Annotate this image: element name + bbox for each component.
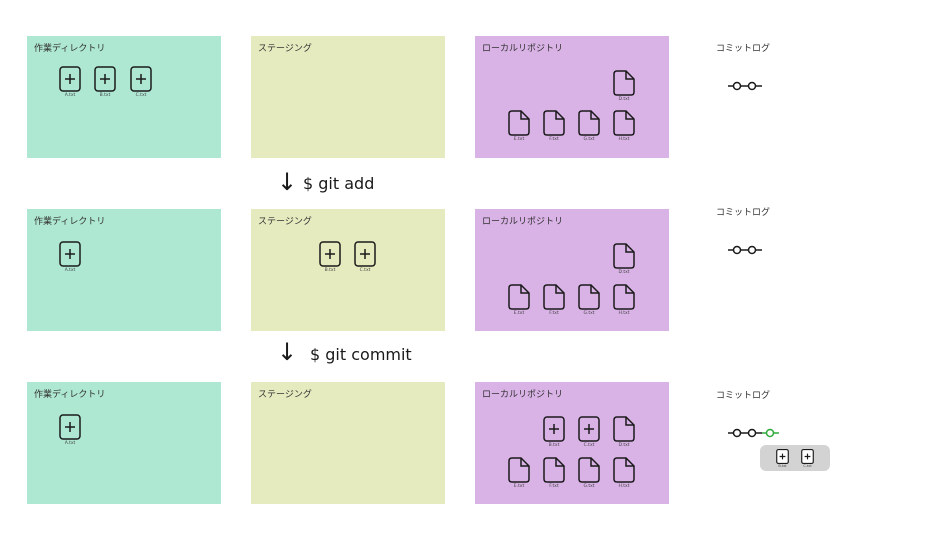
file-plus-icon: B.txt xyxy=(94,66,116,102)
file-name: D.txt xyxy=(618,97,630,102)
file-icon: F.txt xyxy=(543,457,565,493)
commit-node-icon xyxy=(747,81,757,91)
file-name: F.txt xyxy=(549,137,559,142)
working-directory-panel-1: 作業ディレクトリ xyxy=(27,36,221,158)
commit-node-icon xyxy=(747,245,757,255)
file-icon: H.txt xyxy=(613,457,635,493)
file-name: E.txt xyxy=(513,484,525,489)
file-plus-icon: A.txt xyxy=(59,241,81,277)
local-repository-panel-2: ローカルリポジトリ xyxy=(475,209,669,331)
file-icon: F.txt xyxy=(543,110,565,146)
file-plus-icon: B.txt xyxy=(776,449,789,469)
git-commit-command: $ git commit xyxy=(310,345,412,364)
file-icon: H.txt xyxy=(613,110,635,146)
file-name: G.txt xyxy=(583,137,595,142)
working-directory-panel-2: 作業ディレクトリ xyxy=(27,209,221,331)
file-name: C.txt xyxy=(803,464,812,468)
file-plus-icon: C.txt xyxy=(578,416,600,452)
file-name: D.txt xyxy=(618,270,630,275)
commit-chain xyxy=(728,428,779,438)
file-icon: E.txt xyxy=(508,284,530,320)
file-icon: G.txt xyxy=(578,457,600,493)
file-name: A.txt xyxy=(64,268,76,273)
file-plus-icon: C.txt xyxy=(801,449,814,469)
file-name: E.txt xyxy=(513,137,525,142)
file-icon: G.txt xyxy=(578,284,600,320)
file-name: C.txt xyxy=(583,443,595,448)
commit-node-icon xyxy=(732,81,742,91)
file-name: C.txt xyxy=(135,93,147,98)
file-name: B.txt xyxy=(778,464,787,468)
local-repository-label: ローカルリポジトリ xyxy=(482,390,564,400)
working-directory-label: 作業ディレクトリ xyxy=(34,217,106,227)
file-plus-icon: C.txt xyxy=(354,241,376,277)
commit-node-icon xyxy=(732,245,742,255)
commit-chain xyxy=(728,81,762,91)
file-name: B.txt xyxy=(99,93,111,98)
down-arrow-icon: ↓ xyxy=(277,168,298,196)
file-name: F.txt xyxy=(549,484,559,489)
file-icon: F.txt xyxy=(543,284,565,320)
file-icon: E.txt xyxy=(508,110,530,146)
file-name: H.txt xyxy=(618,484,630,489)
local-repository-panel-3: ローカルリポジトリ xyxy=(475,382,669,504)
file-icon: H.txt xyxy=(613,284,635,320)
file-name: F.txt xyxy=(549,311,559,316)
working-directory-panel-3: 作業ディレクトリ xyxy=(27,382,221,504)
local-repository-label: ローカルリポジトリ xyxy=(482,44,564,54)
file-plus-icon: C.txt xyxy=(130,66,152,102)
file-plus-icon: A.txt xyxy=(59,66,81,102)
staging-panel-2: ステージング xyxy=(251,209,445,331)
commit-node-icon xyxy=(747,428,757,438)
commit-node-icon xyxy=(732,428,742,438)
file-name: E.txt xyxy=(513,311,525,316)
git-add-command: $ git add xyxy=(303,174,375,193)
commit-log-label: コミットログ xyxy=(716,391,771,401)
file-name: B.txt xyxy=(548,443,560,448)
commit-chain xyxy=(728,245,762,255)
working-directory-label: 作業ディレクトリ xyxy=(34,44,106,54)
local-repository-label: ローカルリポジトリ xyxy=(482,217,564,227)
file-name: C.txt xyxy=(359,268,371,273)
working-directory-label: 作業ディレクトリ xyxy=(34,390,106,400)
file-icon: E.txt xyxy=(508,457,530,493)
file-name: A.txt xyxy=(64,441,76,446)
file-name: H.txt xyxy=(618,311,630,316)
staging-label: ステージング xyxy=(258,390,312,400)
down-arrow-icon: ↓ xyxy=(277,338,298,366)
file-name: B.txt xyxy=(324,268,336,273)
staging-label: ステージング xyxy=(258,217,312,227)
file-name: G.txt xyxy=(583,311,595,316)
file-icon: D.txt xyxy=(613,70,635,106)
file-name: H.txt xyxy=(618,137,630,142)
file-plus-icon: B.txt xyxy=(543,416,565,452)
file-name: D.txt xyxy=(618,443,630,448)
file-plus-icon: B.txt xyxy=(319,241,341,277)
commit-log-label: コミットログ xyxy=(716,44,771,54)
staging-panel-3: ステージング xyxy=(251,382,445,504)
local-repository-panel-1: ローカルリポジトリ xyxy=(475,36,669,158)
commit-log-label: コミットログ xyxy=(716,208,771,218)
file-icon: G.txt xyxy=(578,110,600,146)
file-name: A.txt xyxy=(64,93,76,98)
file-icon: D.txt xyxy=(613,416,635,452)
staging-label: ステージング xyxy=(258,44,312,54)
new-commit-files-popup: B.txt C.txt xyxy=(760,445,830,471)
staging-panel-1: ステージング xyxy=(251,36,445,158)
file-name: G.txt xyxy=(583,484,595,489)
file-plus-icon: A.txt xyxy=(59,414,81,450)
file-icon: D.txt xyxy=(613,243,635,279)
new-commit-node-icon xyxy=(765,428,775,438)
